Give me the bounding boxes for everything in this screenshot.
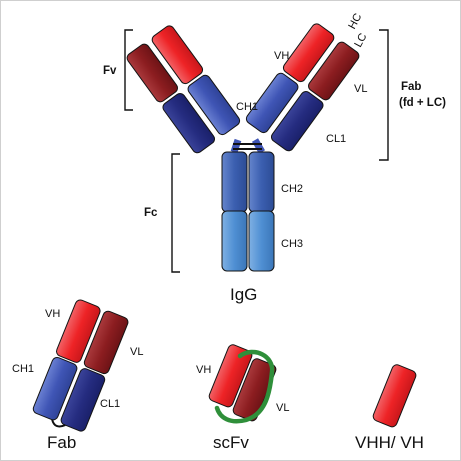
fab-ch1-domain <box>32 356 78 421</box>
left-fab-arm <box>126 25 241 154</box>
fab-bracket <box>379 29 389 161</box>
fab-disulfide <box>51 419 66 428</box>
left-hinge <box>230 138 242 154</box>
left-cl1-domain <box>162 93 216 154</box>
label-vl: VL <box>354 83 367 95</box>
fab-label-vl: VL <box>130 346 143 358</box>
scfv-label-vh: VH <box>196 364 211 376</box>
label-fab-bracket-line1: Fab <box>401 81 421 93</box>
label-fab: Fab <box>47 433 76 452</box>
right-cl1-domain <box>270 91 324 152</box>
label-ch1: CH1 <box>236 101 258 113</box>
label-scfv: scFv <box>213 433 249 452</box>
label-cl1: CL1 <box>326 133 346 145</box>
fab-fragment <box>32 299 129 432</box>
fc-bracket <box>171 153 180 273</box>
left-ch1-domain <box>187 74 241 136</box>
vhh-fragment <box>372 364 417 428</box>
fab-label-ch1: CH1 <box>12 363 34 375</box>
fc-ch2-left <box>221 151 248 213</box>
label-fc: Fc <box>144 207 158 219</box>
label-ch2: CH2 <box>281 183 303 195</box>
right-vh-domain <box>282 23 335 83</box>
label-lc: LC <box>352 31 369 49</box>
label-igg: IgG <box>230 285 257 304</box>
vhh-domain <box>372 364 417 428</box>
fab-label-vh: VH <box>45 308 60 320</box>
fab-vl-domain <box>83 310 129 375</box>
fc-ch3-right <box>248 210 275 272</box>
label-vhh: VHH/ VH <box>355 433 424 452</box>
label-fv: Fv <box>103 65 117 77</box>
fab-vh-domain <box>56 299 101 363</box>
label-fab-bracket-line2: (fd + LC) <box>399 97 446 109</box>
right-ch1-domain <box>245 72 299 134</box>
label-ch3: CH3 <box>281 238 303 250</box>
right-fab-arm <box>245 23 360 152</box>
fab-cl1-domain <box>60 368 106 432</box>
igg-molecule <box>126 23 360 272</box>
label-hc: HC <box>346 12 364 32</box>
left-vl-domain <box>126 43 178 103</box>
fc-ch2-right <box>248 151 275 213</box>
fab-label-cl1: CL1 <box>100 398 120 410</box>
scfv-vh-domain <box>208 344 253 408</box>
fv-bracket <box>124 29 133 111</box>
right-hinge <box>251 138 266 154</box>
scfv-fragment <box>208 344 277 424</box>
right-vl-domain <box>308 41 360 101</box>
scfv-label-vl: VL <box>276 402 289 414</box>
fc-ch3-left <box>221 210 248 272</box>
label-vh: VH <box>274 50 289 62</box>
scfv-linker <box>214 349 275 424</box>
left-vh-domain <box>151 25 204 85</box>
